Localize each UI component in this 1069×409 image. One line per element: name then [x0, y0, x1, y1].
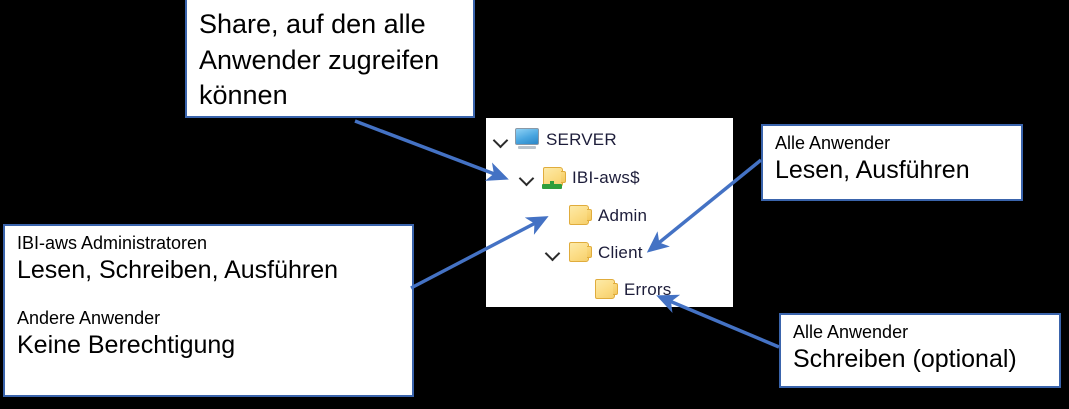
write-optional-callout[interactable]: Alle Anwender Schreiben (optional) [779, 313, 1061, 388]
share-callout-line1: Share, auf den alle [199, 9, 426, 39]
share-callout-line3: können [199, 80, 288, 111]
other-users-group-title: Andere Anwender [17, 307, 161, 328]
administrators-callout[interactable]: IBI-aws Administratoren Lesen, Schreiben… [3, 224, 414, 397]
tree-node-ibi-aws[interactable]: IBI-aws$ [516, 163, 640, 193]
write-optional-title: Alle Anwender [793, 322, 909, 342]
folder-icon [564, 203, 594, 229]
chevron-down-icon[interactable] [542, 242, 564, 264]
share-callout-line2: Anwender zugreifen [199, 44, 440, 75]
monitor-icon [512, 127, 542, 153]
folder-tree-panel: SERVER IBI-aws$ Admin Client [486, 118, 733, 307]
write-optional-rights: Schreiben (optional) [793, 344, 1017, 373]
administrators-group-title: IBI-aws Administratoren [17, 233, 208, 253]
tree-node-admin[interactable]: Admin [542, 201, 647, 231]
chevron-down-icon[interactable] [516, 167, 538, 189]
chevron-down-icon[interactable] [490, 129, 512, 151]
arrow-share-to-ibi-aws [354, 119, 509, 181]
tree-node-label: Client [598, 243, 643, 262]
tree-node-label: Errors [624, 280, 672, 299]
read-execute-callout[interactable]: Alle Anwender Lesen, Ausführen [761, 124, 1023, 201]
read-execute-title: Alle Anwender [775, 133, 891, 153]
administrators-group-rights: Lesen, Schreiben, Ausführen [17, 255, 339, 284]
callout-spacer [17, 286, 400, 308]
tree-node-label: SERVER [546, 130, 617, 149]
read-execute-rights: Lesen, Ausführen [775, 155, 970, 184]
share-callout[interactable]: Share, auf den alle Anwender zugreifen k… [185, 0, 475, 118]
folder-icon [564, 240, 594, 266]
chevron-placeholder [542, 205, 564, 227]
tree-node-label: IBI-aws$ [572, 168, 640, 187]
tree-node-server[interactable]: SERVER [490, 125, 617, 155]
folder-icon [590, 277, 620, 303]
tree-node-errors[interactable]: Errors [568, 275, 671, 305]
chevron-placeholder [568, 279, 590, 301]
other-users-group-rights: Keine Berechtigung [17, 330, 236, 359]
share-folder-icon [538, 165, 568, 191]
tree-node-label: Admin [598, 206, 648, 225]
tree-node-client[interactable]: Client [542, 238, 643, 268]
